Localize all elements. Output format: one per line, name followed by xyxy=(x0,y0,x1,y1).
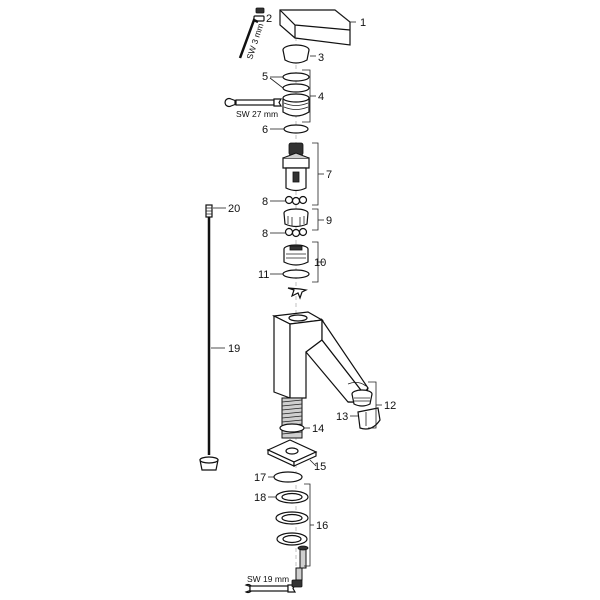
label-16: 16 xyxy=(316,520,328,532)
part-16-fixing-set xyxy=(275,511,309,581)
tool-label-sw19: SW 19 mm xyxy=(247,574,289,584)
part-18-washer xyxy=(275,490,309,504)
label-20: 20 xyxy=(228,203,240,215)
label-17: 17 xyxy=(254,472,266,484)
part-8-seals-upper xyxy=(284,195,308,206)
tool-label-sw27: SW 27 mm xyxy=(236,109,278,119)
part-12-aerator xyxy=(351,389,373,407)
label-8-lower: 8 xyxy=(262,228,268,240)
nut-icon xyxy=(291,579,303,588)
label-12: 12 xyxy=(384,400,396,412)
mixer-body xyxy=(271,311,369,403)
label-10: 10 xyxy=(314,257,326,269)
spanner-27-icon xyxy=(224,97,283,108)
label-6: 6 xyxy=(262,124,268,136)
label-15: 15 xyxy=(314,461,326,473)
part-1-lever xyxy=(279,9,351,46)
label-4: 4 xyxy=(318,91,324,103)
part-10-housing xyxy=(283,244,309,266)
part-12-aerator-ring xyxy=(347,382,367,387)
label-19: 19 xyxy=(228,343,240,355)
part-15-base-plate xyxy=(266,439,318,467)
part-6-o-ring xyxy=(283,124,309,134)
label-18: 18 xyxy=(254,492,266,504)
part-8-seals-lower xyxy=(284,227,308,238)
label-7: 7 xyxy=(326,169,332,181)
part-14-gasket xyxy=(279,423,305,433)
fastener-pin xyxy=(287,287,308,300)
part-11-o-ring xyxy=(282,269,310,279)
label-14: 14 xyxy=(312,423,324,435)
label-11: 11 xyxy=(258,269,269,281)
part-9-adapter xyxy=(283,208,309,228)
part-17-seal-ring xyxy=(273,471,303,483)
part-19-connection-hose xyxy=(199,204,219,471)
label-5: 5 xyxy=(262,71,268,83)
label-3: 3 xyxy=(318,52,324,64)
spanner-19-icon xyxy=(244,583,297,594)
label-2: 2 xyxy=(266,13,272,25)
allen-key-icon xyxy=(238,18,259,59)
part-5-o-rings xyxy=(282,72,310,93)
part-7-cartridge xyxy=(282,142,310,192)
label-13: 13 xyxy=(336,411,348,423)
label-9: 9 xyxy=(326,215,332,227)
part-13-aerator-key xyxy=(357,407,381,430)
part-3-cap-ring xyxy=(282,44,310,64)
label-1: 1 xyxy=(360,17,366,29)
part-4-cartridge-nut xyxy=(282,93,310,117)
label-8-upper: 8 xyxy=(262,196,268,208)
tool-label-sw3: SW 3 mm xyxy=(244,22,265,61)
part-2-grub-screw xyxy=(253,7,265,22)
